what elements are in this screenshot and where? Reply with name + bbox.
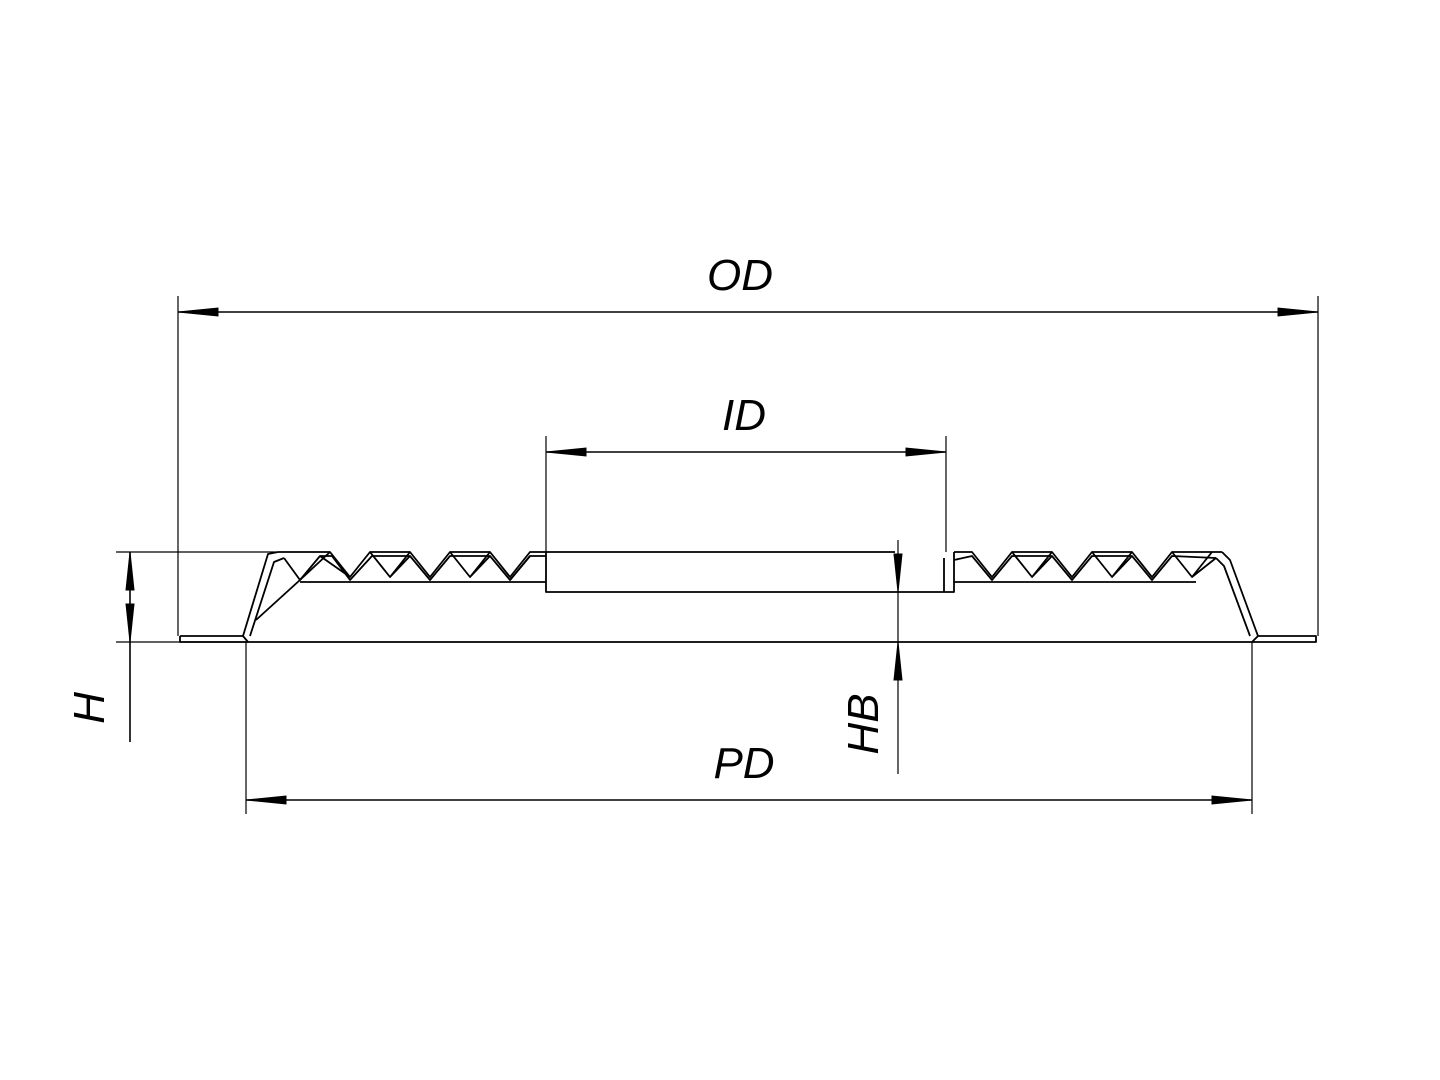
hb-label: HB — [839, 693, 888, 754]
base-line — [180, 635, 1317, 643]
gasket-profile — [179, 551, 1317, 643]
pd-label: PD — [713, 739, 774, 788]
dimension-h — [125, 551, 135, 742]
left-slope — [242, 551, 301, 637]
left-corrugation-zig — [299, 551, 531, 581]
hb-bottom-arrow — [893, 641, 903, 681]
od-label: OD — [707, 251, 773, 300]
center-hub — [545, 551, 955, 593]
dimension-id — [545, 447, 947, 457]
right-corrugation-lower — [953, 555, 1217, 581]
extension-lines — [116, 296, 1319, 814]
id-left-arrow — [545, 447, 587, 457]
id-label: ID — [722, 391, 766, 440]
dimension-hb — [893, 553, 903, 681]
dimension-od — [177, 307, 1319, 317]
od-right-arrow — [1277, 307, 1319, 317]
right-corrugation-zig — [1011, 551, 1217, 578]
h-bottom-arrow — [125, 603, 135, 643]
h-top-arrow — [125, 551, 135, 591]
left-corrugation-upper — [278, 551, 546, 578]
hb-top-arrow — [893, 553, 903, 593]
pd-right-arrow — [1211, 795, 1253, 805]
id-right-arrow — [905, 447, 947, 457]
od-left-arrow — [177, 307, 219, 317]
h-label: H — [65, 692, 114, 724]
dimension-pd — [245, 795, 1253, 805]
pd-left-arrow — [245, 795, 287, 805]
right-corrugation-upper — [954, 551, 1222, 578]
right-slope — [1215, 551, 1259, 637]
